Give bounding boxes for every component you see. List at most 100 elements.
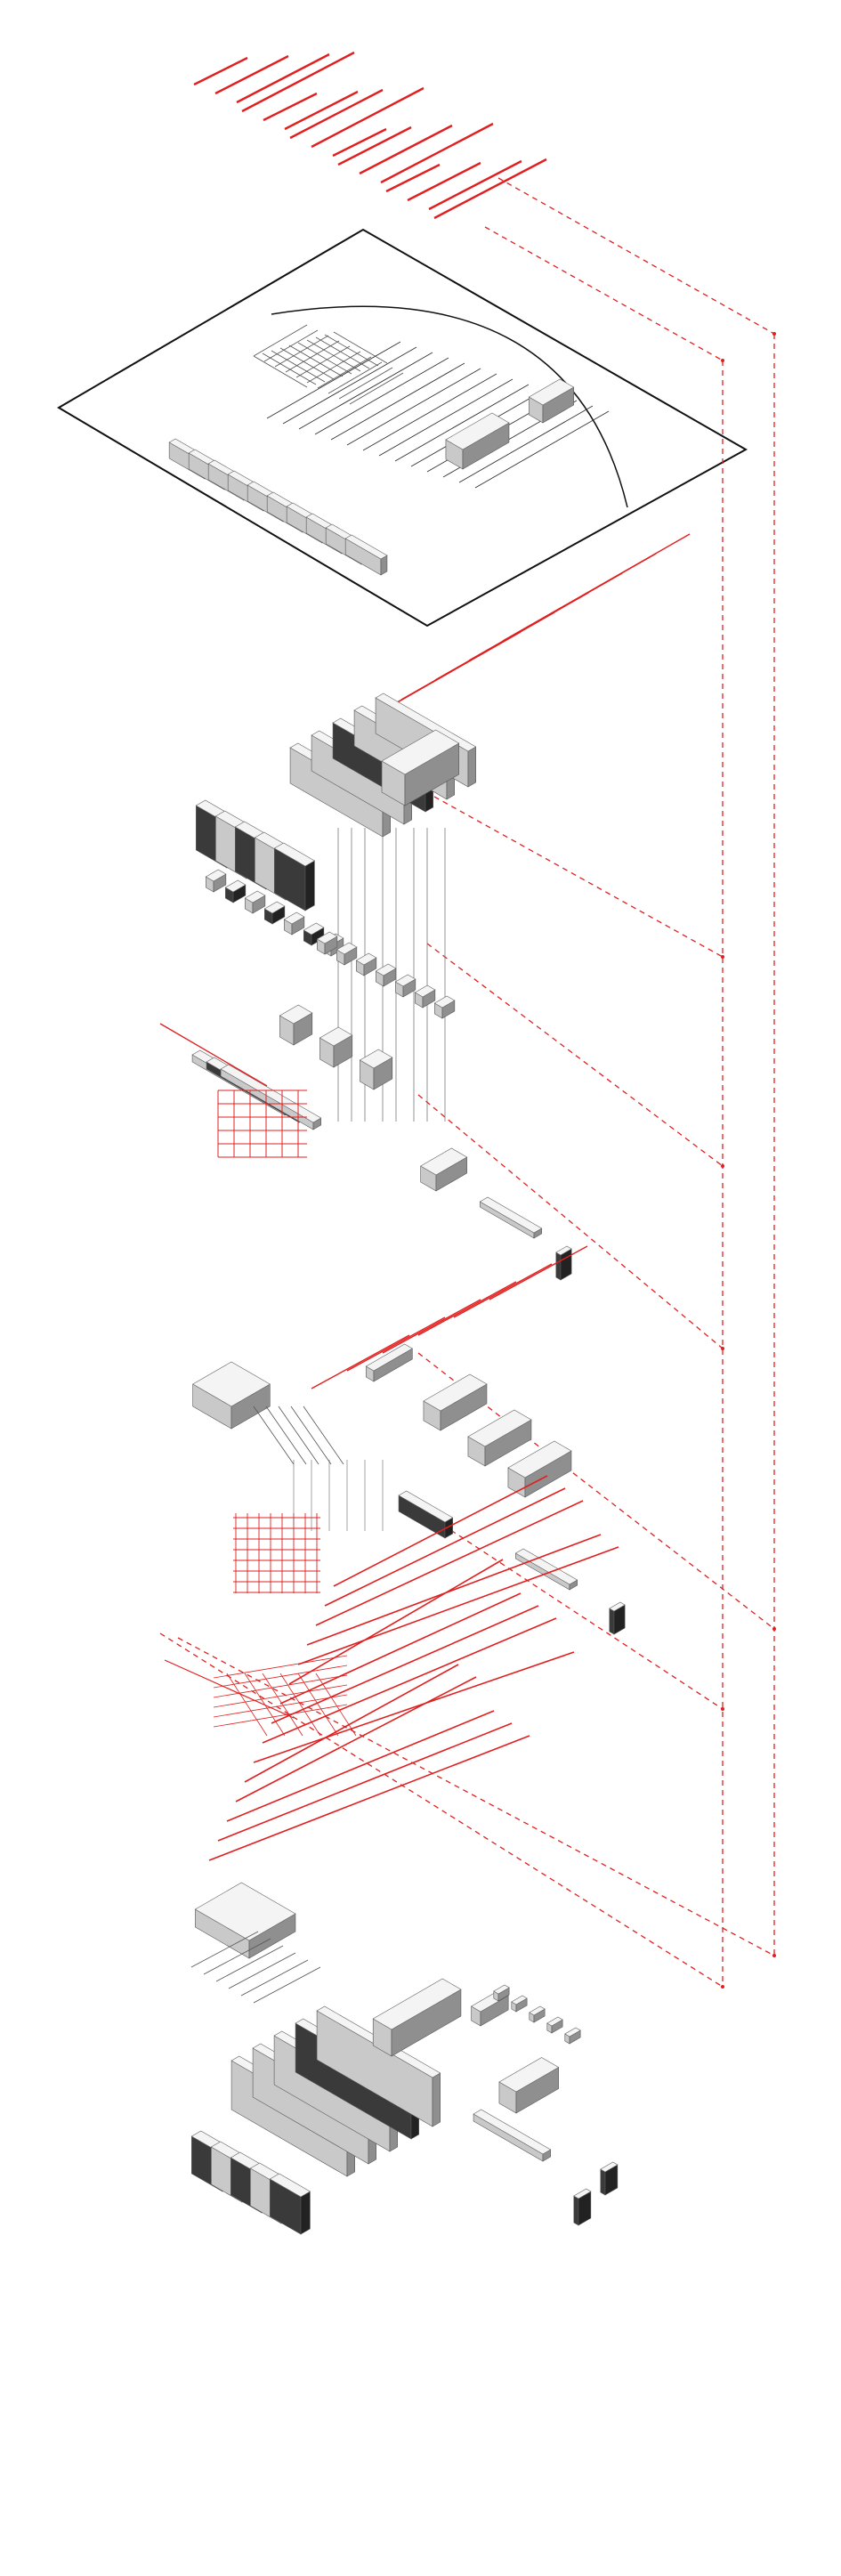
field-red-line (333, 1475, 548, 1587)
field-red-line (226, 1710, 495, 1822)
box-top-face (398, 1490, 454, 1523)
hatch-line (253, 355, 308, 388)
hatch-line (263, 329, 319, 362)
box-top-face (375, 963, 397, 976)
field-grid-line (213, 1674, 348, 1698)
box-top-face (224, 879, 247, 893)
diagonal-red-dashed-leader (177, 1637, 775, 1956)
box-top-face (445, 412, 510, 450)
field-red-line (244, 1664, 459, 1783)
leader-node-dot (721, 1164, 724, 1168)
assembled-rib (228, 1952, 296, 1989)
box-top-face (573, 2188, 592, 2199)
roof-red-line (332, 127, 387, 158)
plan-wall-line (394, 384, 530, 462)
box-top-face (316, 931, 338, 944)
lower-trough (507, 1440, 572, 1498)
field-grid-line (279, 1673, 321, 1737)
assembled-waffle-block (194, 1882, 296, 1959)
box-top-face (423, 1373, 488, 1412)
plan-wall-line (298, 352, 433, 430)
box-top-face (244, 890, 266, 903)
roof-red-line (433, 158, 547, 220)
box-top-face (414, 984, 436, 998)
mid-volumes-layer (159, 869, 572, 1281)
field-grid-line (213, 1665, 348, 1689)
field-red-line (271, 1605, 539, 1724)
waffle-rib (290, 1405, 332, 1465)
small-step-block (414, 984, 436, 1009)
lower-waffle-block (192, 1361, 271, 1430)
assembled-end-post (600, 2161, 619, 2196)
leader-node-dot (772, 1954, 776, 1957)
box-top-face (355, 952, 377, 966)
box-top-face (479, 1196, 543, 1234)
box-top-face (511, 1995, 528, 2005)
box-top-face (336, 942, 358, 955)
hatch-line (253, 324, 308, 357)
hatch-line (328, 361, 383, 394)
roof-red-line (359, 124, 453, 175)
plan-wall-lines (168, 341, 610, 576)
box-top-face (359, 1049, 393, 1069)
small-step-block (433, 995, 456, 1019)
plan-block (528, 378, 575, 424)
box-top-face (600, 2161, 619, 2173)
field-red-line (315, 1500, 584, 1626)
lower-red-line (417, 1281, 517, 1336)
ground-floor-plan-layer (57, 228, 748, 628)
roof-red-line (311, 86, 425, 149)
box-top-face (273, 842, 315, 867)
box-top-face (514, 1548, 578, 1585)
assembled-trough (498, 2057, 560, 2114)
lower-thin-bar (514, 1548, 578, 1591)
lower-red-line (311, 1334, 410, 1389)
box-top-face (420, 1147, 468, 1176)
box-top-face (609, 1601, 626, 1612)
waffle-rib (278, 1405, 319, 1465)
plan-wall-line (378, 378, 513, 457)
leader-node-dot (721, 955, 724, 959)
mid-corner-block (420, 1147, 468, 1192)
box-top-face (365, 1343, 413, 1372)
leader-node-dot (721, 1985, 724, 1989)
box-left-face (600, 2168, 606, 2196)
field-grid-line (262, 1673, 303, 1737)
diagonal-red-dashed-leader (433, 796, 724, 958)
mid-thin-bar (479, 1196, 543, 1239)
hatch-line (288, 344, 344, 377)
field-red-line (164, 1659, 295, 1719)
leader-node-dot (772, 332, 776, 336)
box-top-face (194, 1882, 296, 1941)
roof-red-line (214, 54, 289, 95)
roof-red-line (385, 163, 441, 193)
small-step-block (336, 942, 358, 966)
assembled-rib (215, 1945, 284, 1982)
waffle-rib (253, 1405, 295, 1465)
diagonal-red-dashed-leader (159, 1632, 724, 1988)
upper-red-line (502, 533, 691, 642)
plan-wall-line (458, 405, 594, 483)
small-step-block (316, 931, 338, 955)
hatch-line (306, 339, 361, 372)
roof-red-line (236, 53, 330, 104)
box-left-face (220, 1068, 314, 1130)
hatch-line (315, 336, 370, 369)
plan-wall-line (330, 362, 465, 441)
plan-wall-line (362, 373, 497, 451)
field-grid-line (213, 1684, 348, 1708)
field-red-line (324, 1487, 566, 1607)
hatch-line (262, 352, 317, 385)
roof-red-line (289, 88, 384, 140)
assembled-rib (190, 1931, 259, 1968)
box-top-face (473, 2109, 552, 2155)
hatch-line (271, 350, 326, 383)
diagonal-red-dashed-leader (484, 226, 724, 361)
plan-wall-line (314, 357, 449, 435)
assembled-thin-bar (473, 2109, 552, 2162)
box-right-face (467, 746, 476, 788)
plan-wall-line (282, 346, 417, 425)
box-top-face (528, 378, 575, 406)
box-top-face (279, 1004, 313, 1025)
box-top-face (192, 1361, 271, 1407)
